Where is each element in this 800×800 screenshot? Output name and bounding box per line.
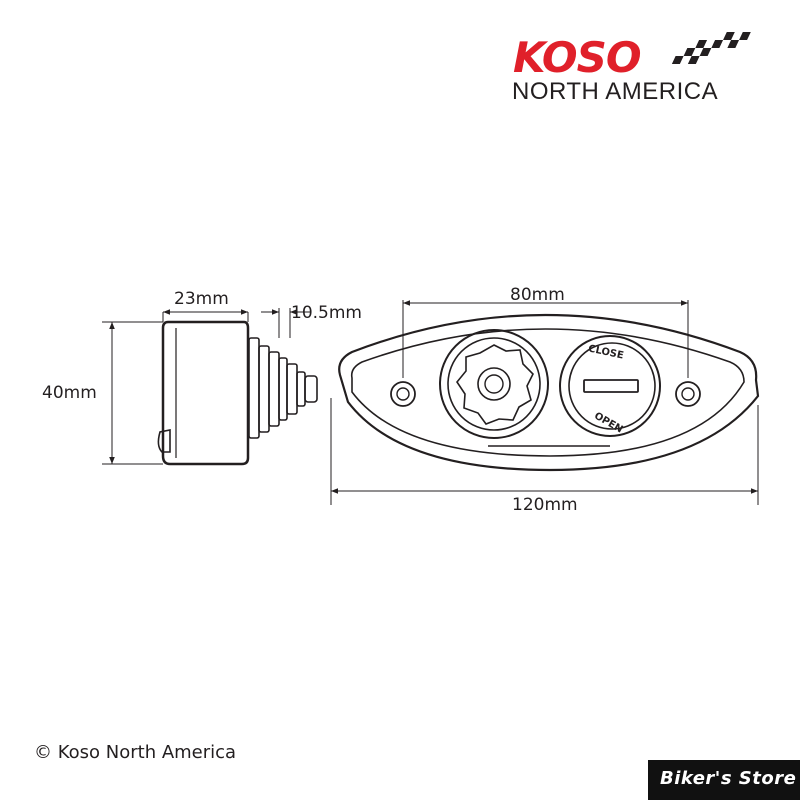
side-view: 23mm 10.5mm 40mm bbox=[42, 289, 362, 466]
battery-cap: CLOSE OPEN bbox=[559, 335, 661, 437]
connector-dimension-label: 10.5mm bbox=[291, 303, 362, 323]
logo-brand-text: KOSO bbox=[513, 33, 641, 82]
side-view-connector bbox=[248, 337, 318, 439]
store-badge-text: Biker's Store bbox=[660, 768, 797, 789]
front-view-housing-outer bbox=[338, 313, 760, 472]
store-badge: Biker's Store bbox=[648, 760, 800, 800]
logo-region-text: NORTH AMERICA bbox=[512, 78, 718, 105]
adjuster-knob bbox=[439, 329, 549, 439]
hole-spacing-dimension-label: 80mm bbox=[510, 285, 565, 305]
copyright-text: © Koso North America bbox=[34, 742, 237, 763]
height-dimension-label: 40mm bbox=[42, 383, 97, 403]
front-view: CLOSE OPEN 80mm 120mm bbox=[330, 285, 760, 515]
depth-dimension-label: 23mm bbox=[174, 289, 229, 309]
checkered-flag-icon bbox=[671, 32, 751, 64]
front-view-housing-inner bbox=[350, 328, 745, 457]
mounting-hole-left bbox=[390, 381, 416, 407]
battery-cap-slot bbox=[583, 379, 639, 393]
koso-logo: KOSO NORTH AMERICA bbox=[512, 32, 751, 105]
cap-open-label: OPEN bbox=[592, 411, 624, 436]
side-view-button bbox=[157, 429, 171, 453]
cap-close-label: CLOSE bbox=[587, 343, 625, 361]
side-view-body bbox=[161, 320, 250, 466]
width-dimension-label: 120mm bbox=[512, 495, 578, 515]
mounting-hole-right bbox=[675, 381, 701, 407]
